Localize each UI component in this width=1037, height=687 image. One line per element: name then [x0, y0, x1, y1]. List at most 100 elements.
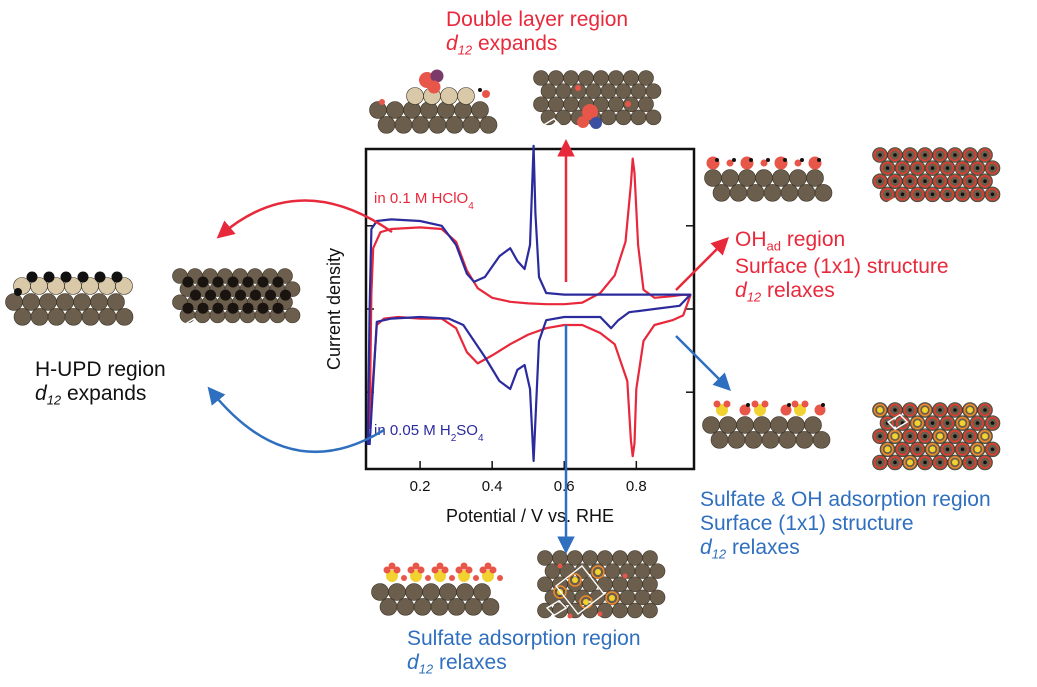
atom — [479, 116, 498, 134]
atom — [797, 184, 816, 202]
adsorbate — [460, 562, 468, 570]
adsorbate — [900, 192, 905, 197]
adsorbate — [975, 421, 980, 425]
adsorbate — [941, 188, 954, 201]
sulfate-oh-top-view — [872, 402, 1001, 471]
atom — [585, 83, 602, 99]
adsorbate — [557, 563, 563, 569]
adsorbate — [77, 271, 89, 283]
adsorbate — [926, 416, 939, 430]
x-tick-label: 0.6 — [554, 478, 575, 495]
adsorbate — [582, 104, 598, 120]
adsorbate — [754, 404, 766, 416]
adsorbate — [878, 179, 882, 183]
atom — [814, 184, 833, 202]
adsorbate — [250, 289, 261, 301]
atom — [284, 307, 301, 324]
adsorbate — [407, 566, 415, 574]
sulfate-oh-d12: d12 relaxes — [700, 536, 800, 562]
atom — [582, 576, 598, 593]
atom — [567, 550, 583, 566]
adsorbate — [482, 90, 490, 98]
adsorbate — [800, 158, 804, 162]
adsorbate — [986, 188, 999, 201]
adsorbate — [723, 400, 731, 408]
adsorbate — [888, 456, 902, 469]
adsorbate — [417, 566, 425, 574]
adsorbate — [43, 271, 55, 283]
x-tick-label: 0.4 — [482, 478, 503, 495]
adsorbate — [948, 456, 962, 469]
sulfate-title: Sulfate adsorption region — [407, 627, 641, 650]
adsorbate — [938, 179, 942, 183]
adsorbate — [497, 575, 503, 581]
adsorbate — [878, 434, 882, 439]
atom — [537, 576, 553, 593]
atom — [30, 308, 49, 326]
adsorbate — [425, 575, 431, 581]
sulfate-label: Sulfate adsorption region d12 relaxes — [407, 627, 641, 678]
legend-hclo4: in 0.1 M HClO4 — [374, 190, 474, 212]
y-axis-label: Current density — [324, 248, 344, 370]
adsorbate — [434, 570, 446, 582]
adsorbate — [572, 577, 578, 583]
adsorbate — [715, 158, 719, 162]
adsorbate — [908, 153, 912, 157]
atom — [81, 308, 100, 326]
adsorbate — [726, 159, 734, 167]
adsorbate — [713, 400, 721, 408]
adsorbate — [577, 116, 589, 128]
atom — [638, 96, 654, 113]
adsorbate — [182, 276, 194, 288]
adsorbate — [968, 179, 972, 183]
unit-cell — [880, 197, 903, 215]
adsorbate — [622, 573, 628, 579]
adsorbate — [953, 408, 957, 412]
adsorbate — [791, 400, 799, 408]
arrows — [207, 139, 731, 554]
sulfate-oh-line2: Surface (1x1) structure — [700, 512, 914, 536]
adsorbate — [458, 570, 470, 582]
atom — [704, 169, 722, 187]
adsorbate — [436, 562, 444, 570]
adsorbate — [990, 192, 995, 197]
adsorbate — [761, 400, 769, 408]
adsorbate — [967, 407, 973, 413]
oh-region-line1: OHad region — [735, 228, 846, 254]
adsorbate — [971, 161, 984, 175]
adsorbate — [205, 289, 216, 301]
atom — [439, 583, 457, 601]
adsorbate — [911, 443, 924, 456]
atom — [729, 184, 748, 202]
adsorbate — [794, 404, 806, 416]
adsorbate — [893, 179, 897, 183]
atom — [630, 109, 647, 126]
adsorbate — [242, 276, 254, 288]
adsorbate — [885, 166, 890, 170]
arrow-hupd-blue — [207, 386, 385, 454]
adsorbate — [257, 276, 269, 288]
adsorbate — [968, 434, 972, 439]
adsorbate — [922, 407, 928, 413]
adsorbate — [482, 570, 494, 582]
adsorbate — [553, 585, 567, 599]
adsorbate — [881, 416, 894, 430]
unit-cell — [540, 117, 563, 135]
adsorbate — [963, 429, 977, 443]
adsorbate — [952, 459, 958, 466]
adsorbate — [896, 188, 909, 201]
adsorbate — [257, 302, 269, 314]
adsorbate — [567, 613, 573, 619]
adsorbate — [971, 188, 984, 201]
sulfate-top-view — [537, 550, 666, 619]
adsorbate — [923, 460, 927, 465]
double-layer-d12: d12 expands — [446, 32, 558, 58]
atom — [371, 583, 389, 601]
adsorbate — [911, 188, 924, 201]
atom — [604, 563, 621, 579]
adsorbate — [933, 174, 947, 188]
atom — [47, 308, 66, 326]
adsorbate — [911, 416, 924, 430]
atom — [481, 598, 500, 616]
